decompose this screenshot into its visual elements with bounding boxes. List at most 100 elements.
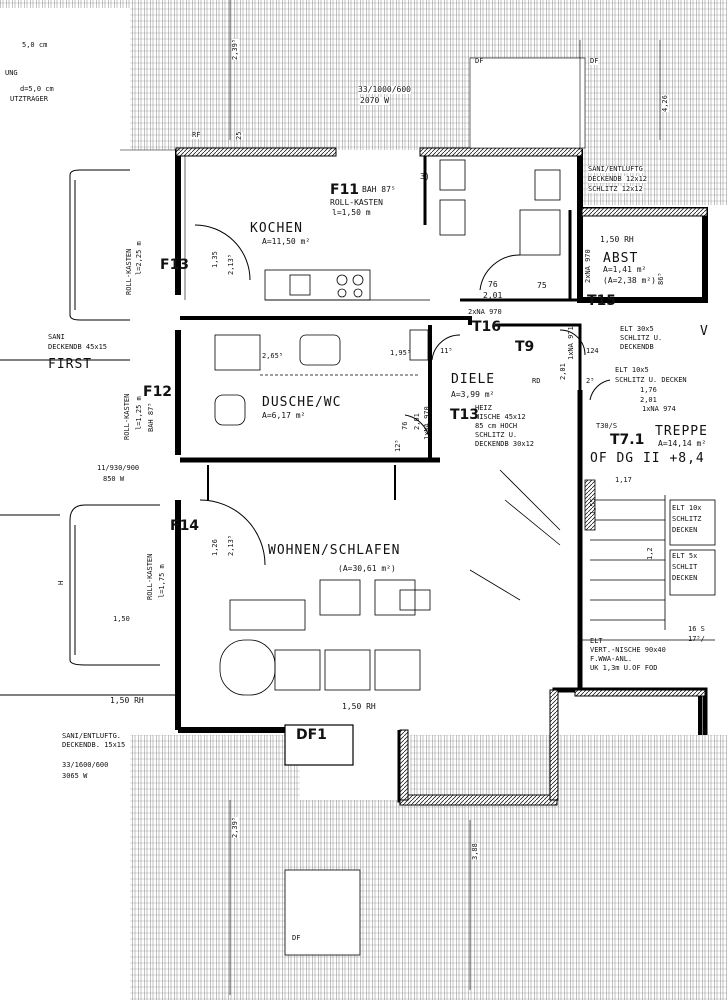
dusche-dim: 76 <box>401 421 409 430</box>
elt2-dim: 2,01 <box>640 396 657 404</box>
roof-dim-bottom: 3,88 <box>471 843 479 860</box>
v-label: V <box>700 324 709 339</box>
room-area-diele: A=3,99 m² <box>451 390 495 399</box>
abst-door: 2xNA 970 <box>584 249 592 283</box>
room-name-wohnen: WOHNEN/SCHLAFEN <box>268 543 401 558</box>
df-top-label: DF <box>590 57 599 65</box>
roof-dim: 25 <box>235 131 243 140</box>
elt3-note: SCHLITZ <box>672 515 702 523</box>
dusche-door: 1xNA 970 <box>423 406 431 440</box>
f11-bah: BAH 87⁵ <box>362 185 396 194</box>
top-left-note: d=5,0 cm <box>20 85 54 93</box>
window-frames <box>0 169 175 696</box>
df-bottom-label: DF <box>292 934 301 942</box>
roll-f14: ROLL-KASTEN <box>146 553 154 600</box>
dimension-lines <box>120 0 661 995</box>
kochen-dim: 76 <box>488 280 498 289</box>
win-bottom: 33/1600/600 <box>62 761 109 769</box>
sani-top: SANI/ENTLUFTG <box>588 165 643 173</box>
left-h: H <box>57 580 65 585</box>
room-name-treppe: TREPPE <box>655 424 708 439</box>
vert-note: ELT <box>590 637 603 645</box>
top-left-note: UTZTRAGER <box>10 95 48 103</box>
left-dim: 1,50 <box>113 615 130 623</box>
vert-note: UK 1,3m U.OF FOD <box>590 664 658 672</box>
room-area-abst-2: (A=2,38 m²) <box>603 276 656 285</box>
roof-dim: 2,39⁵ <box>231 38 239 60</box>
win-bottom-width: 3065 W <box>62 772 88 780</box>
elt-note: SCHLITZ U. <box>620 334 663 342</box>
elt2-dim: 1,76 <box>640 386 657 394</box>
elt-note: ELT 30x5 <box>620 325 654 333</box>
window-tag-f13: F13 <box>160 257 190 273</box>
sani-left: DECKENDB 45x15 <box>48 343 108 351</box>
elt4-note: ELT 5x <box>672 552 698 560</box>
sani-top: DECKENDB 12x12 <box>588 175 648 183</box>
elt2-note: ELT 10x5 <box>615 366 649 374</box>
sani-bottom: SANI/ENTLUFTG. <box>62 732 122 740</box>
dusche-dim: 11⁵ <box>440 347 453 355</box>
skylight-bottom <box>284 869 361 956</box>
door-tag-t16: T16 <box>472 319 502 335</box>
sani-top: SCHLITZ 12x12 <box>588 185 643 193</box>
roll-f13-length: l=2,25 m <box>135 241 143 275</box>
door-tag-t9: T9 <box>515 339 535 355</box>
dusche-dim: 2,01 <box>413 413 421 430</box>
window-tag-df1: DF1 <box>296 727 327 743</box>
interior <box>180 155 727 800</box>
roll-f13: ROLL-KASTEN <box>125 248 133 295</box>
df-top-label: DF <box>475 57 484 65</box>
room-name-diele: DIELE <box>451 372 496 387</box>
f11-length: l=1,50 m <box>332 208 371 217</box>
roof-dim-bottom: 2,39⁵ <box>231 816 239 838</box>
sani-left: SANI <box>48 333 65 341</box>
elt2-note: SCHLITZ U. DECKEN <box>615 376 687 384</box>
room-area-kochen: A=11,50 m² <box>262 237 311 246</box>
f13-dim: 2,13⁵ <box>227 253 235 275</box>
kitchen-fixtures <box>264 159 561 301</box>
window-tag-f14: F14 <box>170 518 200 534</box>
top-left-note: UNG <box>5 69 18 77</box>
f13-dim: 1,35 <box>211 251 219 268</box>
wall-hatch <box>175 147 708 806</box>
df1-window <box>284 724 354 766</box>
win-f12-width: 850 W <box>103 475 125 483</box>
elt4-note: DECKEN <box>672 574 698 582</box>
treppe-dim: 1,17 <box>615 476 632 484</box>
roll-f12-bah: BAH 87⁵ <box>147 402 155 432</box>
t30s-label: T30/S <box>596 422 618 430</box>
treppe-dim: 1,55 <box>589 498 597 515</box>
f14-dim: 1,26 <box>211 539 219 556</box>
t9-dim: 2,01 <box>559 363 567 380</box>
skylights-top <box>469 57 586 149</box>
door-tag-t15: T15 <box>587 293 617 309</box>
room-area-treppe: A=14,14 m² <box>658 439 707 448</box>
f14-dim: 2,13⁵ <box>227 534 235 556</box>
dusche-dim: 12⁵ <box>394 439 402 452</box>
room-name-dusche: DUSCHE/WC <box>262 395 342 410</box>
t9-door: 1xNA 971 <box>567 326 575 360</box>
heiz-note: DECKENDB 30x12 <box>475 440 535 448</box>
bathroom-fixtures <box>214 329 429 426</box>
elt3-note: ELT 10x <box>672 504 702 512</box>
room-name-abst: ABST <box>603 251 639 266</box>
f11-roll: ROLL-KASTEN <box>330 198 383 207</box>
room-area-abst: A=1,41 m² <box>603 265 647 274</box>
treppe-dim: 1,2 <box>646 547 654 560</box>
sani-bottom: DECKENDB. 15x15 <box>62 741 126 749</box>
heiz-note: SCHLITZ U. <box>475 431 518 439</box>
treppe-dim: 17⁵/ <box>688 635 705 643</box>
abst-dim: 86⁵ <box>657 272 665 285</box>
first-label: FIRST <box>48 357 93 372</box>
t9-dim: 124 <box>586 347 599 355</box>
top-left-note: 5,0 cm <box>22 41 48 49</box>
abst-rh: 1,50 RH <box>600 235 634 244</box>
roll-f12-length: l=1,25 m <box>135 396 143 430</box>
heiz-note: HEIZ <box>475 404 492 412</box>
elt4-note: SCHLIT <box>672 563 698 571</box>
roll-f14-length: l=1,75 m <box>158 564 166 598</box>
dusche-dim: 2,65⁵ <box>262 352 284 360</box>
treppe-steps: 16 S <box>688 625 705 633</box>
